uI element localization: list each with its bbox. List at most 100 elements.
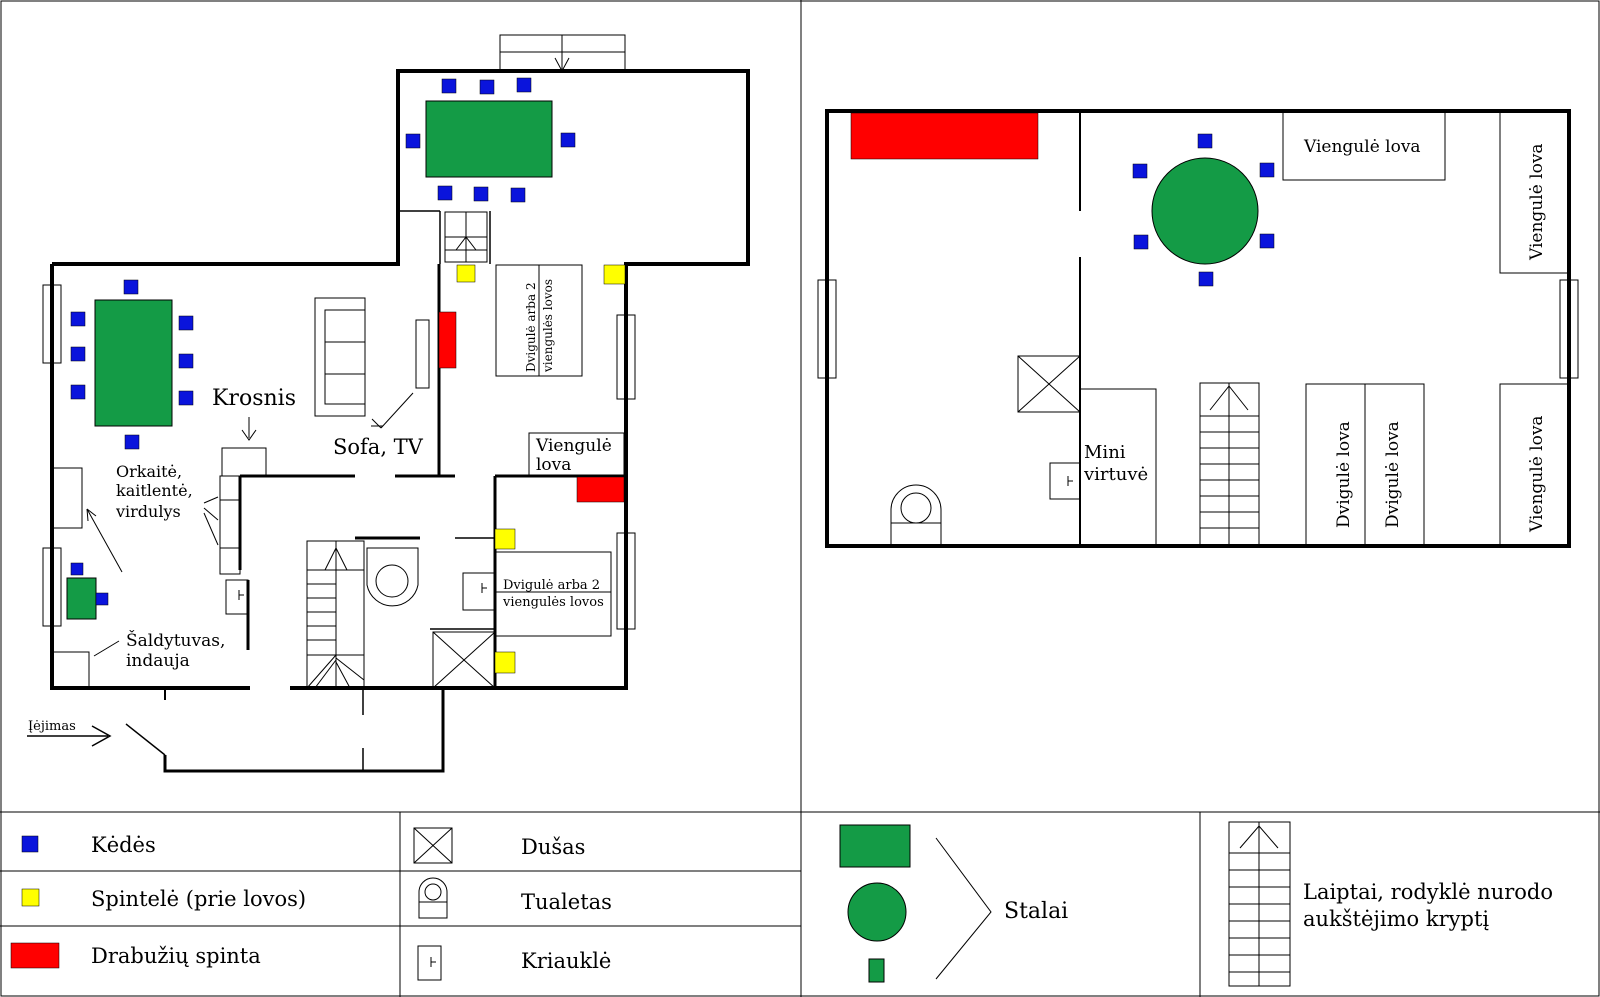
label-room2-bed-1: Viengulė	[535, 436, 612, 456]
pointer-arrow	[380, 392, 414, 429]
chair	[441, 78, 457, 94]
pointer-arrow	[93, 640, 120, 657]
legend-wardrobe-label: Drabužių spinta	[91, 944, 261, 968]
arrow	[554, 57, 570, 73]
door-swing	[125, 723, 166, 756]
bed-room3	[495, 551, 612, 637]
chair	[1198, 271, 1214, 287]
pointer-arrow	[241, 429, 257, 441]
legend-tables-label: Stalai	[1004, 899, 1068, 924]
chair	[510, 187, 526, 203]
step-line	[314, 659, 337, 689]
sink-bathroom	[462, 572, 496, 611]
label-room3-bed-1: Dvigulė arba 2	[503, 578, 600, 593]
legend-shower-icon	[413, 827, 453, 864]
wardrobe	[576, 476, 625, 503]
label-oven-1: Orkaitė,	[116, 462, 182, 481]
fridge	[52, 467, 83, 529]
label-attic-single-bed-right-top: Viengulė lova	[1527, 143, 1547, 261]
chair	[123, 279, 139, 295]
chair	[124, 434, 140, 450]
legend-stairs-label-1: Laiptai, rodyklė nurodo	[1303, 880, 1553, 904]
label-attic-double-bed-1: Dvigulė lova	[1334, 421, 1354, 528]
chair	[70, 384, 86, 400]
single-bed-top	[1282, 110, 1446, 181]
label-oven-3: virdulys	[115, 502, 181, 521]
toilet-bowl	[900, 492, 932, 524]
entrance-arrow	[91, 725, 112, 747]
chair	[516, 77, 532, 93]
chair	[1132, 163, 1148, 179]
ground-floor-furniture	[66, 77, 626, 674]
nightstand	[494, 528, 516, 550]
legend-small-table	[868, 958, 885, 983]
toilet-bowl	[424, 883, 442, 901]
sofa	[314, 297, 366, 417]
chair	[70, 562, 84, 576]
shower-x	[1017, 355, 1081, 413]
table	[425, 100, 553, 178]
label-oven-2: kaitlentė,	[116, 481, 193, 500]
label-fridge-2: indauja	[126, 651, 190, 671]
legend-rect-table	[839, 824, 911, 868]
legend-stairs-label-2: aukštėjimo kryptį	[1303, 907, 1489, 931]
attic-furniture	[850, 112, 1275, 287]
sink-attic	[1049, 462, 1081, 500]
label-room3-bed-2: viengulės lovos	[502, 595, 604, 610]
label-attic-single-bed-right-bottom: Viengulė lova	[1527, 415, 1547, 533]
shower	[1017, 355, 1081, 413]
chair	[437, 185, 453, 201]
round-table	[1151, 157, 1259, 265]
legend-round-table	[847, 882, 907, 942]
chair	[560, 132, 576, 148]
attic-plan	[817, 109, 1579, 548]
chair	[479, 79, 495, 95]
pointer-arrow	[203, 512, 219, 546]
single-bed-right-bottom	[1499, 383, 1570, 547]
legend-wardrobe-swatch	[10, 942, 60, 969]
cupboard	[52, 651, 90, 689]
legend-sink-label: Kriauklė	[521, 949, 611, 973]
legend-sink-icon	[417, 945, 442, 981]
arrow	[1239, 825, 1279, 849]
wardrobe	[438, 311, 457, 369]
chair	[405, 133, 421, 149]
legend-brace	[935, 837, 992, 980]
chair	[178, 390, 194, 406]
label-room1-bed-1: Dvigulė arba 2	[524, 282, 538, 372]
step-line	[335, 657, 365, 681]
label-fridge-1: Šaldytuvas,	[126, 630, 225, 651]
chair	[473, 186, 489, 202]
step-line	[335, 661, 351, 689]
label-room2-bed-2: lova	[536, 455, 571, 475]
porch-wall	[163, 688, 445, 773]
chair	[178, 353, 194, 369]
shower-x	[432, 631, 496, 689]
arrow	[324, 546, 348, 571]
legend-swatches	[10, 824, 911, 983]
pointer-arrow	[203, 507, 219, 521]
nightstand	[456, 264, 476, 283]
label-sofa-tv: Sofa, TV	[333, 435, 424, 459]
kitchen-counter	[219, 475, 241, 575]
legend	[0, 812, 1291, 997]
sofa-seat	[324, 309, 366, 405]
toilet-bowl	[375, 564, 409, 598]
chair	[1259, 233, 1275, 249]
chair	[178, 315, 194, 331]
chair	[95, 592, 109, 606]
arrow	[455, 236, 477, 251]
legend-chairs-label: Kėdės	[91, 833, 156, 857]
label-attic-double-bed-2: Dvigulė lova	[1383, 421, 1403, 528]
pointer-arrow	[86, 508, 89, 522]
single-bed-right-top	[1499, 110, 1570, 274]
sink-kitchen	[225, 579, 249, 615]
wardrobe	[850, 112, 1039, 160]
toilet	[366, 547, 419, 607]
chair	[1259, 162, 1275, 178]
chair	[70, 346, 86, 362]
legend-shower-label: Dušas	[521, 835, 585, 859]
bed-room2	[528, 432, 625, 478]
pointer-arrow	[203, 496, 219, 504]
